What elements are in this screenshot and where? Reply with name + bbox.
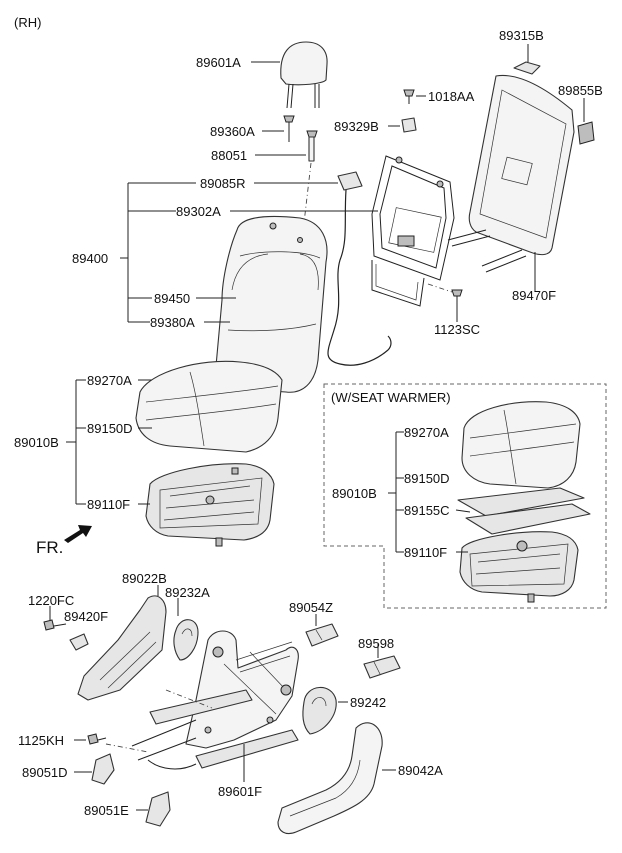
front-direction-indicator: FR.	[36, 525, 92, 557]
bolt-1018AA	[403, 89, 415, 104]
warmer-label-89270A: 89270A	[404, 425, 449, 440]
bolt-1125KH	[87, 733, 107, 745]
side-label: (RH)	[14, 15, 41, 30]
label-89051D: 89051D	[22, 765, 68, 780]
warmer-label-89150D: 89150D	[404, 471, 450, 486]
clip-89329B	[401, 117, 417, 133]
label-89110F: 89110F	[87, 497, 130, 512]
label-89601F: 89601F	[218, 784, 262, 799]
label-1018AA: 1018AA	[428, 89, 475, 104]
seat-warmer-group: (W/SEAT WARMER) 89270A 89150D 89010B 891…	[323, 383, 607, 609]
label-bracket-89400	[120, 182, 196, 323]
seat-track-frame	[131, 630, 299, 770]
label-89051E: 89051E	[84, 803, 129, 818]
label-89855B: 89855B	[558, 83, 603, 98]
label-89242: 89242	[350, 695, 386, 710]
label-89302A: 89302A	[176, 204, 221, 219]
label-89085R: 89085R	[200, 176, 246, 191]
seat-back-cushion	[214, 215, 328, 393]
warmer-label-89110F: 89110F	[404, 545, 447, 560]
label-89598: 89598	[358, 636, 394, 651]
label-bracket-89010B	[66, 379, 86, 505]
headrest-guide	[283, 115, 318, 162]
headrest	[280, 41, 328, 109]
seat-cushion	[135, 360, 283, 453]
cover-89855B	[577, 121, 595, 145]
label-89329B: 89329B	[334, 119, 379, 134]
label-89022B: 89022B	[122, 571, 167, 586]
label-89360A: 89360A	[210, 124, 255, 139]
clip-89315B	[513, 61, 541, 75]
label-89150D: 89150D	[87, 421, 133, 436]
label-88051: 88051	[211, 148, 247, 163]
trim-89042A	[277, 722, 383, 835]
warmer-label-89155C: 89155C	[404, 503, 450, 518]
bracket-89598	[363, 655, 401, 679]
label-89315B: 89315B	[499, 28, 544, 43]
warmer-label-89010B: 89010B	[332, 486, 377, 501]
label-89054Z: 89054Z	[289, 600, 333, 615]
bracket-89054Z	[305, 623, 339, 647]
label-89042A: 89042A	[398, 763, 443, 778]
cover-89051E	[145, 791, 171, 827]
screw-1220FC	[43, 619, 67, 631]
side-shield-89022B	[77, 595, 167, 701]
cover-89051D	[91, 753, 115, 785]
label-89601A: 89601A	[196, 55, 241, 70]
label-89450: 89450	[154, 291, 190, 306]
label-89010B: 89010B	[14, 435, 59, 450]
label-89470F: 89470F	[512, 288, 556, 303]
label-1220FC: 1220FC	[28, 593, 74, 608]
front-arrow-icon	[64, 525, 92, 543]
seat-frame-89110F	[145, 463, 275, 547]
label-89380A: 89380A	[150, 315, 195, 330]
label-89232A: 89232A	[165, 585, 210, 600]
label-89400: 89400	[72, 251, 108, 266]
warmer-title: (W/SEAT WARMER)	[331, 390, 451, 405]
label-1123SC: 1123SC	[434, 322, 480, 337]
knob-89420F	[69, 633, 89, 651]
label-89420F: 89420F	[64, 609, 108, 624]
label-89270A: 89270A	[87, 373, 132, 388]
front-label: FR.	[36, 538, 63, 557]
rear-back-panel	[447, 74, 575, 273]
seat-back-frame	[371, 155, 455, 307]
bolt-1123SC	[451, 289, 463, 306]
heater-harness	[327, 171, 392, 366]
ring-89232A	[173, 619, 199, 661]
ring-89242	[302, 686, 337, 735]
label-1125KH: 1125KH	[18, 733, 64, 748]
